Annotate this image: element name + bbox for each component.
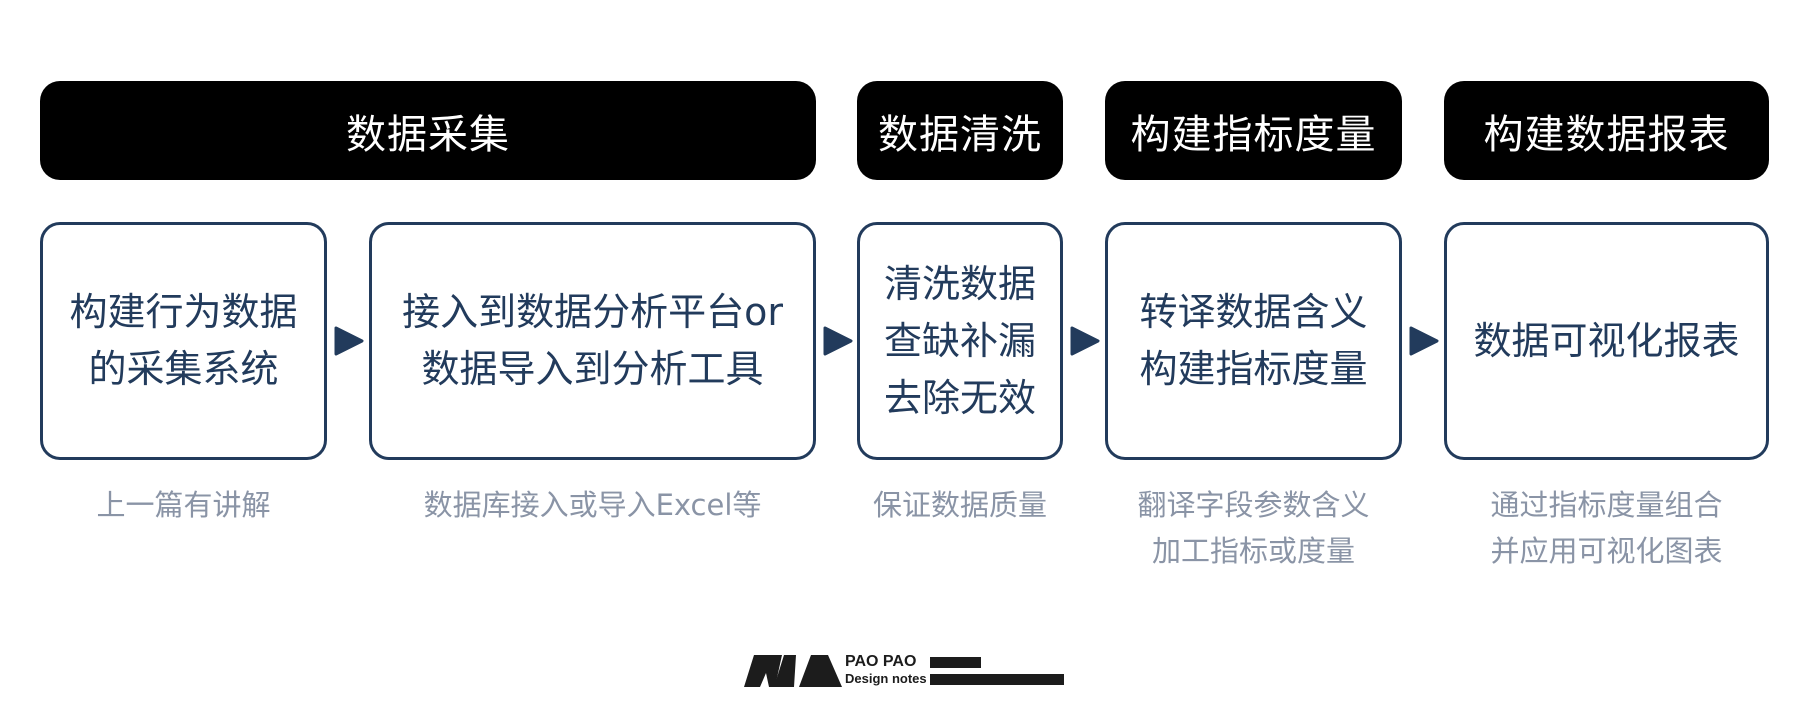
step-box-line: 清洗数据 xyxy=(883,261,1036,306)
header-build-reports: 构建数据报表 xyxy=(1444,81,1769,180)
note-line: 通过指标度量组合 xyxy=(1490,488,1723,522)
step-box-metrics: 转译数据含义 构建指标度量 xyxy=(1105,222,1402,460)
note-visualization: 通过指标度量组合 并应用可视化图表 xyxy=(1444,482,1769,574)
logo-title: PAO PAO xyxy=(845,653,917,670)
note-line: 并应用可视化图表 xyxy=(1490,534,1723,568)
step-box-line: 构建行为数据 xyxy=(69,290,298,334)
note-metrics: 翻译字段参数含义 加工指标或度量 xyxy=(1105,482,1402,574)
note-line: 加工指标或度量 xyxy=(1151,534,1355,568)
step-box-line: 去除无效 xyxy=(883,375,1036,420)
step-box-visualization: 数据可视化报表 xyxy=(1444,222,1769,460)
paopao-logo: PAO PAO Design notes xyxy=(744,652,1064,692)
header-build-metrics: 构建指标度量 xyxy=(1105,81,1402,180)
step-box-import-platform: 接入到数据分析平台or 数据导入到分析工具 xyxy=(369,222,816,460)
note-line: 保证数据质量 xyxy=(872,488,1047,522)
note-collection-system: 上一篇有讲解 xyxy=(40,482,327,528)
note-line: 翻译字段参数含义 xyxy=(1137,488,1370,522)
note-import-platform: 数据库接入或导入Excel等 xyxy=(369,482,816,528)
step-box-collection-system: 构建行为数据 的采集系统 xyxy=(40,222,327,460)
note-line: 上一篇有讲解 xyxy=(96,488,271,522)
step-box-line: 数据导入到分析工具 xyxy=(421,347,764,391)
step-box-cleaning: 清洗数据 查缺补漏 去除无效 xyxy=(857,222,1063,460)
paopao-logo-mark-icon xyxy=(744,655,842,687)
arrow-right-icon xyxy=(823,326,853,356)
note-line: 数据库接入或导入Excel等 xyxy=(423,488,762,522)
header-data-cleaning: 数据清洗 xyxy=(857,81,1063,180)
logo-bar-short xyxy=(930,657,981,668)
step-box-line: 的采集系统 xyxy=(88,347,279,391)
arrow-right-icon xyxy=(1409,326,1439,356)
step-box-line: 查缺补漏 xyxy=(883,318,1036,363)
logo-bar-long xyxy=(930,674,1064,685)
arrow-right-icon xyxy=(1070,326,1100,356)
step-box-line: 构建指标度量 xyxy=(1139,347,1368,391)
header-data-collection: 数据采集 xyxy=(40,81,816,180)
step-box-line: 接入到数据分析平台or xyxy=(402,290,783,334)
arrow-right-icon xyxy=(334,326,364,356)
step-box-line: 转译数据含义 xyxy=(1139,290,1368,334)
note-cleaning: 保证数据质量 xyxy=(837,482,1083,528)
step-box-line: 数据可视化报表 xyxy=(1473,318,1740,363)
logo-subtitle: Design notes xyxy=(845,671,927,686)
